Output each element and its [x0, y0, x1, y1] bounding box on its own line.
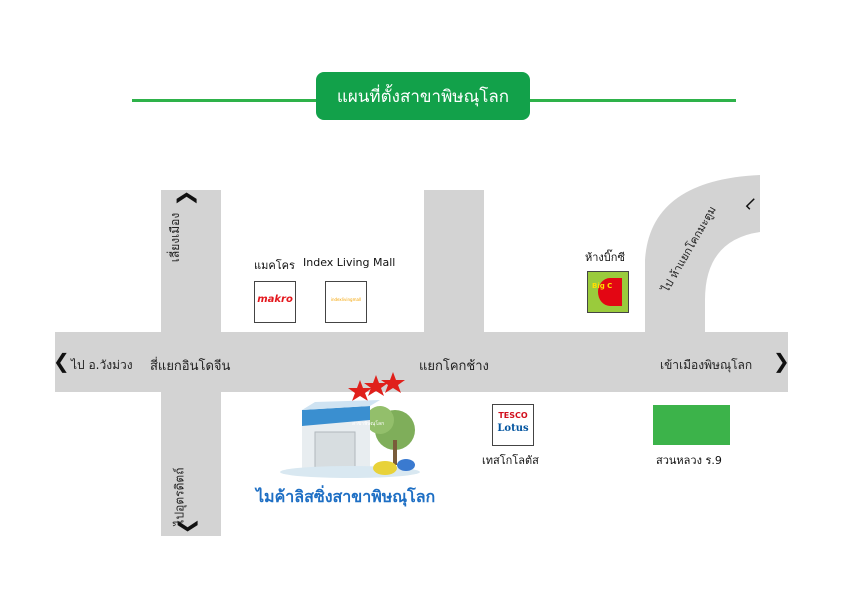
makro-logo-text: makro	[257, 294, 293, 305]
tesco-logo-top: TESCO	[498, 411, 528, 420]
label-makro: แมคโคร	[254, 259, 295, 272]
index-logo-text: indexlivingmall	[330, 297, 362, 302]
title-line-right	[530, 99, 736, 102]
bigc-logo-text: Big C	[592, 282, 613, 290]
label-top-left: เลี่ยงเมือง	[168, 212, 183, 263]
road-main	[55, 332, 788, 392]
store-illustration	[280, 372, 420, 478]
park-area	[653, 405, 730, 445]
chevron-right-icon: ❯	[773, 349, 790, 373]
label-store: ไมค้าลิสซิ่งสาขาพิษณุโลก	[256, 487, 436, 506]
label-park: สวนหลวง ร.9	[656, 454, 722, 467]
label-left-end: ไป อ.วังม่วง	[71, 358, 133, 372]
makro-logo: makro	[254, 281, 296, 323]
curved-road	[645, 175, 760, 345]
label-right-end: เข้าเมืองพิษณุโลก	[660, 358, 753, 372]
star-icon	[348, 380, 372, 401]
tesco-logo-bottom: Lotus	[497, 423, 529, 434]
bigc-logo: Big C	[587, 271, 629, 313]
road-vertical-center	[424, 190, 484, 345]
label-intersection-left: สี่แยกอินโดจีน	[150, 359, 231, 374]
store-sign: สาขาพิษณุโลก	[352, 421, 385, 427]
star-icon	[364, 375, 388, 396]
chevron-left-icon: ❮	[53, 349, 70, 373]
label-intersection-center: แยกโคกช้าง	[419, 359, 489, 374]
map-title: แผนที่ตั้งสาขาพิษณุโลก	[316, 72, 530, 120]
index-logo: indexlivingmall	[325, 281, 367, 323]
tesco-logo: TESCO Lotus	[492, 404, 534, 446]
star-icon	[381, 372, 405, 393]
label-bigc: ห้างบิ๊กซี	[585, 251, 625, 264]
title-line-left	[132, 99, 316, 102]
bigc-logo-c	[598, 278, 622, 306]
chevron-up-icon: ❮	[176, 189, 201, 207]
label-tesco: เทสโกโลตัส	[482, 454, 539, 467]
label-bottom-left: ไปอุตรดิตถ์	[172, 467, 187, 526]
label-index: Index Living Mall	[303, 256, 396, 269]
